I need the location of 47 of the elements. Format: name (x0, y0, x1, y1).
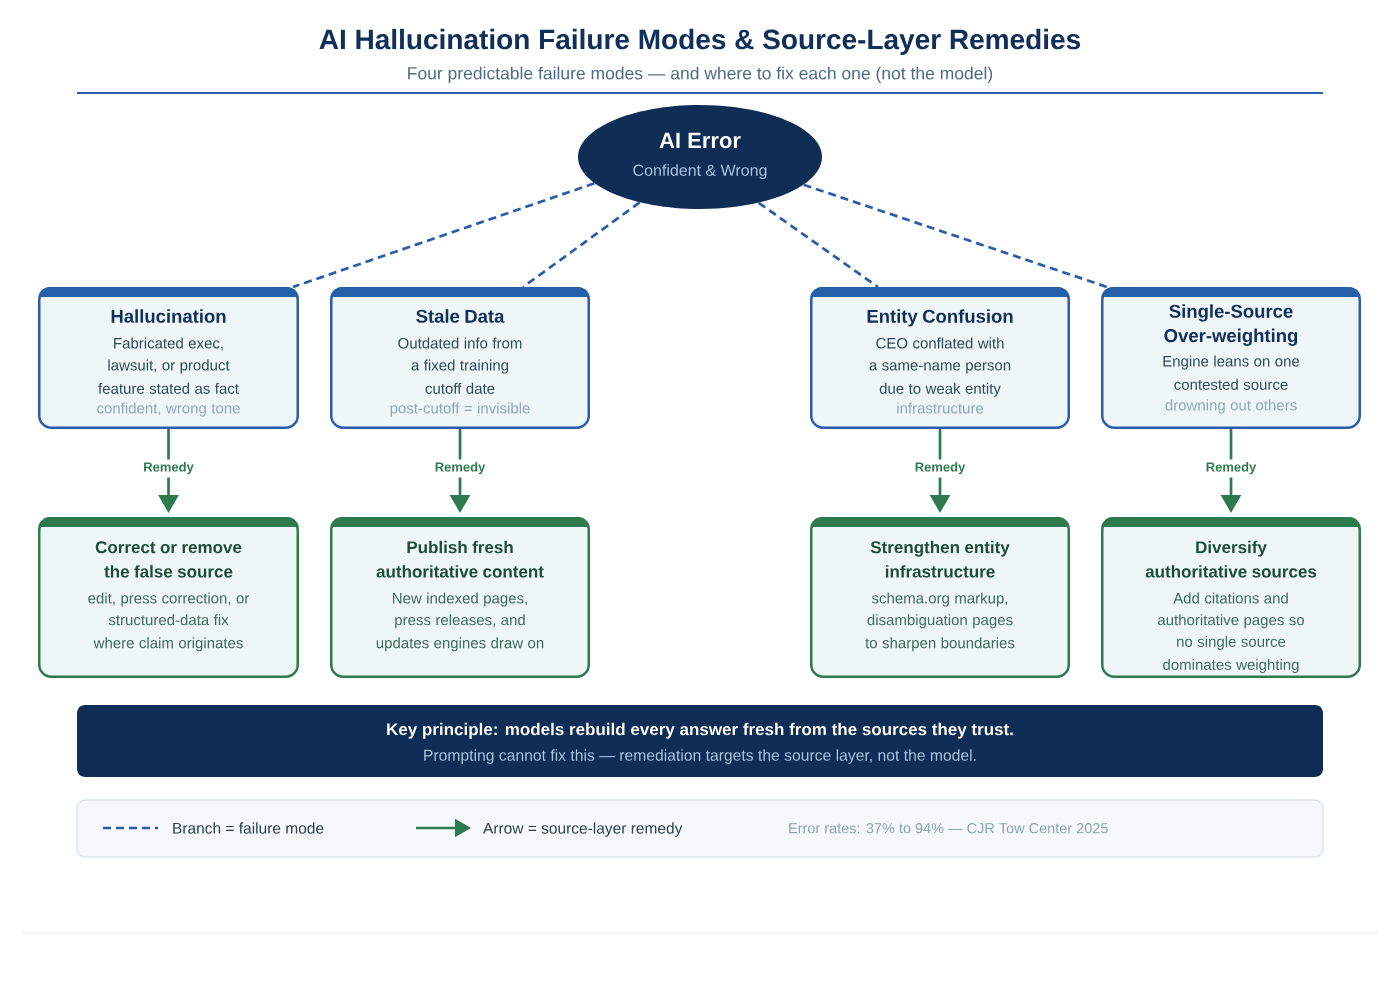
card-description: New indexed pages, press releases, and updates engines draw on (376, 592, 544, 652)
card-title: Strengthen entity infrastructure (870, 540, 1010, 578)
card-description: CEO conflated with a same-name person due to weak entity (869, 337, 1011, 397)
card-description: Fabricated exec, lawsuit, or product feature stated as fact (98, 337, 239, 394)
card-description: edit, press correction, or structured-data fix where claim originates (88, 592, 250, 652)
card-description: Outdated info from a fixed training cutoff date (398, 337, 522, 394)
card-title: Hallucination (111, 309, 226, 323)
remedy-card (810, 517, 1070, 678)
failure-mode-card (38, 287, 299, 429)
card-note: infrastructure (897, 402, 984, 414)
legend-text: Arrow = source-layer remedy (483, 822, 683, 837)
card-title: Entity Confusion (867, 309, 1013, 327)
card-title: Correct or remove the false source (95, 541, 242, 578)
failure-mode-card (330, 287, 590, 429)
source-note: Error rates: 37% to 94% — CJR Tow Center 2025 (789, 823, 1108, 834)
diagram-subtitle: Four predictable failure modes — and where to fix each one (not the model) (408, 66, 993, 83)
remedy-card (1101, 517, 1361, 678)
card-note: confident, wrong tone (97, 402, 240, 417)
edge-label: Remedy (141, 459, 196, 478)
edge-label: Remedy (433, 459, 487, 478)
ellipse-subtitle: Confident & Wrong (633, 164, 767, 180)
legend-text: Branch = failure mode (173, 822, 324, 834)
card-title: Stale Data (416, 309, 505, 323)
edge-label: Remedy (1204, 459, 1258, 478)
principle-banner (77, 705, 1323, 777)
card-description: Engine leans on one contested source (1163, 355, 1300, 390)
failure-mode-card (810, 287, 1070, 429)
failure-mode-card (1101, 287, 1361, 429)
card-title: Publish fresh authoritative content (376, 540, 544, 578)
card-note: post-cutoff = invisible (390, 402, 530, 417)
dashed-branch-line (803, 183, 1108, 289)
banner-text: Prompting cannot fix this — remediation targets the source layer, not the model. (424, 749, 976, 764)
card-description: Add citations and authoritative pages so no single source dominates weighting (1158, 592, 1304, 673)
dashed-branch-line (522, 201, 641, 289)
remedy-card (330, 517, 590, 678)
edge-label: Remedy (913, 459, 967, 478)
card-title: Single-Source Over-weighting (1164, 304, 1298, 346)
remedy-card (38, 517, 299, 678)
card-description: schema.org markup, disambiguation pages to sharpen boundaries (865, 592, 1015, 652)
card-title: Diversify authoritative sources (1145, 540, 1317, 578)
card-note: drowning out others (1165, 399, 1297, 414)
error-ellipse (578, 105, 822, 209)
banner-heading: Key principle: models rebuild every answer fresh from the sources they trust. (387, 722, 1013, 739)
ellipse-title: AI Error (659, 132, 741, 149)
dashed-branch-line (292, 182, 595, 289)
dashed-branch-line (757, 201, 879, 289)
diagram-title: AI Hallucination Failure Modes & Source-Layer Remedies (319, 28, 1081, 55)
